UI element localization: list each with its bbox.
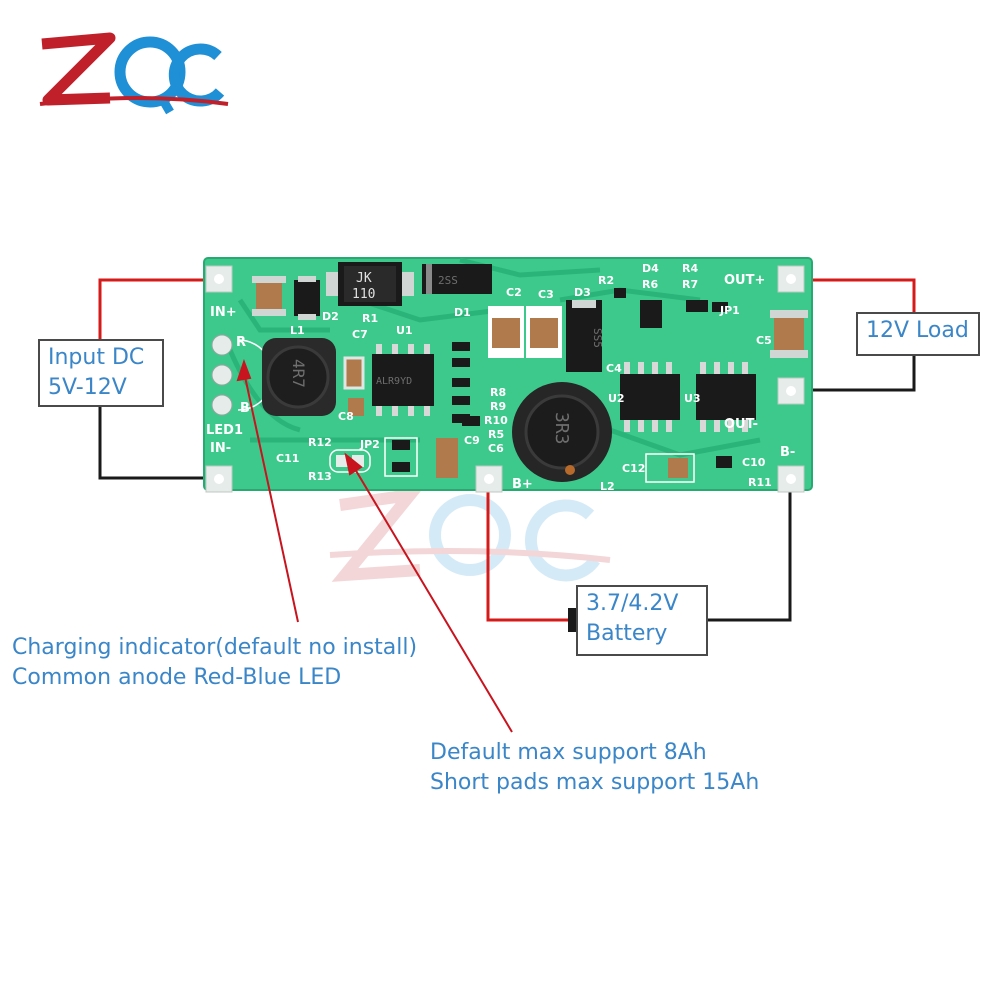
u1-chip	[372, 344, 434, 416]
silk-r11: R11	[748, 476, 772, 489]
mark-u1: ALR9YD	[376, 376, 412, 387]
silk-c9: C9	[464, 434, 480, 447]
battery-line2: Battery	[586, 621, 668, 646]
input-dc-box: Input DC 5V-12V	[38, 339, 164, 407]
silk-r9: R9	[490, 400, 506, 413]
indicator-note-line2: Common anode Red-Blue LED	[12, 665, 342, 690]
input-negative-wire	[98, 405, 216, 480]
silk-r5: R5	[488, 428, 504, 441]
led1-footprint	[211, 334, 233, 416]
mark-l1-value: 4R7	[289, 359, 308, 388]
silk-r2: R2	[598, 274, 614, 287]
c5-cap	[774, 312, 804, 356]
silk-b-plus: B+	[512, 477, 533, 492]
silk-d3: D3	[574, 286, 591, 299]
silk-led1: LED1	[206, 423, 243, 438]
c12-cap	[668, 458, 688, 478]
support-note-line2: Short pads max support 15Ah	[430, 770, 760, 795]
silk-c8: C8	[338, 410, 354, 423]
silk-in-minus: IN-	[210, 441, 231, 456]
wires	[98, 278, 916, 622]
silk-c3: C3	[538, 288, 554, 301]
silk-d2: D2	[322, 310, 339, 323]
silk-l2: L2	[600, 480, 615, 493]
support-note-line1: Default max support 8Ah	[430, 740, 707, 765]
silk-b-minus: B-	[780, 445, 795, 460]
silk-r7: R7	[682, 278, 698, 291]
silk-r4: R4	[682, 262, 698, 275]
d2-diode	[294, 280, 320, 316]
zqc-logo	[39, 32, 229, 115]
input-dc-line1: Input DC	[48, 345, 145, 370]
u3-chip	[696, 362, 756, 432]
silk-jp1: JP1	[719, 304, 740, 317]
battery-terminal	[568, 608, 578, 632]
mark-l2-value: 3R3	[551, 412, 572, 445]
load-positive-wire	[790, 278, 916, 312]
battery-line1: 3.7/4.2V	[586, 591, 679, 616]
mark-ss5: SS5	[591, 328, 604, 348]
silk-c5: C5	[756, 334, 772, 347]
silk-c6: C6	[488, 442, 504, 455]
silk-d4: D4	[642, 262, 659, 275]
load-box: 12V Load	[856, 312, 980, 356]
silk-in-plus: IN+	[210, 305, 237, 320]
mark-jk110: 110	[352, 287, 375, 302]
silk-r8: R8	[490, 386, 506, 399]
silk-c11: C11	[276, 452, 299, 465]
mark-d1: 2SS	[438, 274, 458, 287]
silk-c2: C2	[506, 286, 522, 299]
silk-c10: C10	[742, 456, 766, 469]
u2-chip	[620, 362, 680, 432]
pcb-board: IN+ IN- LED1 R + B OUT+ OUT- B+ B- D1 D2…	[203, 257, 813, 493]
silk-c4: C4	[606, 362, 622, 375]
silk-c12: C12	[622, 462, 645, 475]
silk-d1: D1	[454, 306, 471, 319]
l2-inductor	[512, 382, 612, 482]
silk-l1: L1	[290, 324, 305, 337]
silk-r6: R6	[642, 278, 658, 291]
silk-u2: U2	[608, 392, 625, 405]
silk-jp2: JP2	[359, 438, 380, 451]
battery-box: 3.7/4.2V Battery	[576, 585, 708, 656]
silk-r12: R12	[308, 436, 332, 449]
silk-r13: R13	[308, 470, 332, 483]
silk-u3: U3	[684, 392, 701, 405]
silk-r10: R10	[484, 414, 508, 427]
silk-b: B	[240, 401, 250, 416]
l1-inductor	[262, 338, 336, 416]
d3-diode	[566, 300, 602, 372]
watermark-logo	[329, 486, 611, 582]
load-label: 12V Load	[866, 318, 969, 343]
d1-diode	[422, 264, 492, 294]
input-dc-line2: 5V-12V	[48, 375, 127, 400]
silk-c7: C7	[352, 328, 368, 341]
load-negative-wire	[790, 355, 916, 392]
silk-out-plus: OUT+	[724, 273, 765, 288]
silk-r1: R1	[362, 312, 378, 325]
indicator-note-line1: Charging indicator(default no install)	[12, 635, 418, 660]
silk-u1: U1	[396, 324, 413, 337]
annotation-arrows	[236, 359, 513, 733]
input-positive-wire	[98, 278, 216, 342]
battery-positive-wire	[486, 482, 572, 622]
silk-r: R	[236, 335, 246, 350]
battery-negative-wire	[706, 482, 792, 622]
silk-out-minus: OUT-	[724, 417, 758, 432]
c-input-tantalum	[256, 278, 282, 314]
mark-jk: JK	[356, 271, 372, 286]
